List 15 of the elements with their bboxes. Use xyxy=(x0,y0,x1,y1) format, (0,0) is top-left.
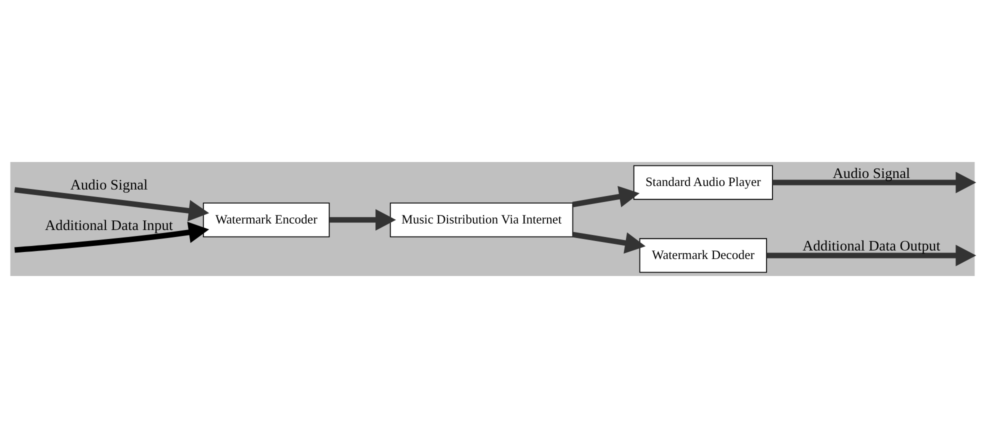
node-box: Standard Audio Player xyxy=(633,165,773,200)
arrow xyxy=(330,209,396,231)
node-box: Watermark Encoder xyxy=(202,202,330,238)
arrow xyxy=(14,222,210,253)
edge-label: Audio Signal xyxy=(832,166,910,182)
node-box: Music Distribution Via Internet xyxy=(390,202,574,238)
edge-label: Additional Data Input xyxy=(45,218,173,234)
edge-label: Additional Data Output xyxy=(802,238,940,255)
arrow xyxy=(14,187,210,222)
arrow xyxy=(766,244,976,266)
arrow xyxy=(572,232,646,254)
arrow xyxy=(572,186,640,208)
node-box: Watermark Decoder xyxy=(639,238,767,273)
edge-label: Audio Signal xyxy=(70,178,148,194)
arrow xyxy=(772,172,976,194)
